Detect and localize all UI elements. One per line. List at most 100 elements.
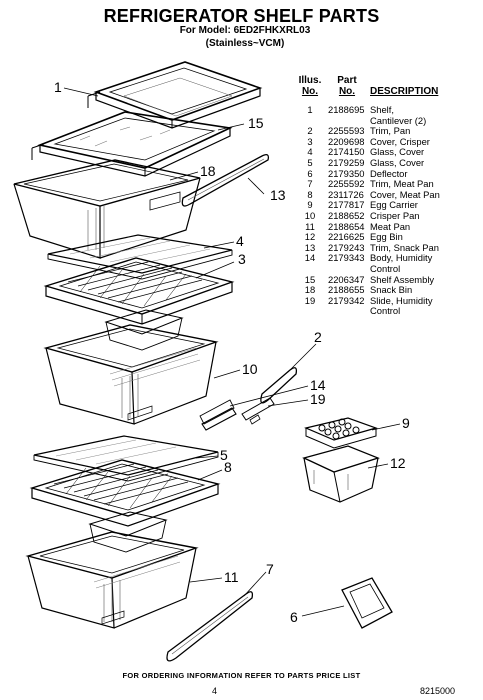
parts-table-header: Illus. No. Part No. DESCRIPTION [296,75,476,97]
part-number: 2179343 [328,252,365,264]
part-trim-pan [260,367,298,404]
table-row: 8 2311726 Cover, Meat Pan [296,188,476,201]
part-number: 2206347 [328,273,365,285]
callout-11: 11 [224,569,239,585]
model-line: For Model: 6ED2FHKXRL03 [179,25,311,36]
callout-1: 1 [54,79,62,95]
part-description: Slide, Humidity [370,294,433,306]
part-number: 2179342 [328,294,365,306]
part-number: 2174150 [328,146,365,158]
callout-19: 19 [310,391,326,407]
callout-4: 4 [236,233,244,249]
document-number: 8215000 [420,686,456,696]
table-row: 14 2179343 Body, Humidity [296,253,476,264]
header-description: DESCRIPTION [370,86,439,97]
part-number: 2255592 [328,178,365,190]
part-egg-carrier [304,417,378,449]
part-number: 2255593 [328,125,365,137]
part-description: Egg Bin [370,231,403,243]
callout-8: 8 [224,459,232,475]
part-meat-pan-cover [29,459,221,527]
part-description: Body, Humidity [370,252,433,264]
header-part-2: No. [338,86,356,97]
table-row: 9 2177817 Egg Carrier [296,200,476,211]
callout-13: 13 [270,187,286,203]
part-description: Trim, Pan [370,125,411,137]
part-description: Egg Carrier [370,199,418,211]
table-row: Control [296,263,476,275]
part-number: 2177817 [328,199,365,211]
part-number: 2179259 [328,156,365,168]
callout-labels: 1 15 18 13 4 3 2 10 14 19 9 5 8 12 7 11 … [54,79,410,625]
illus-number [296,264,324,275]
part-glass-cover-4 [47,234,233,280]
table-row: 11 2188654 Meat Pan [296,220,476,233]
part-number [324,264,370,275]
part-cantilever-shelf [87,61,263,129]
callout-5: 5 [220,447,228,463]
callout-3: 3 [238,251,246,267]
callout-18: 18 [200,163,216,179]
callout-10: 10 [242,361,258,377]
header-illus-col: Illus. No. [296,75,324,97]
illus-number [296,306,324,317]
illus-number: 6 [307,167,313,179]
part-egg-bin [302,445,380,503]
table-row: 2 2255593 Trim, Pan [296,126,476,137]
part-description: Control [370,305,401,317]
model-info: For Model: 6ED2FHKXRL03 (Stainless~VCM) [150,24,340,50]
part-trim-meat-pan [166,591,254,662]
part-description: Deflector [370,167,408,179]
part-number: 2179350 [328,167,365,179]
illus-number: 18 [304,284,316,296]
part-number [324,306,370,317]
part-number: 2179243 [328,241,365,253]
part-description: Snack Bin [370,284,413,296]
leader-lines [63,87,401,617]
part-number: 2209698 [328,135,365,147]
illus-number: 8 [307,188,313,200]
callout-15: 15 [248,115,264,131]
part-number: 2188654 [328,220,365,232]
illus-number: 19 [304,294,316,306]
page-number: 4 [212,686,218,696]
table-row: Control [296,306,476,317]
variant-line: (Stainless~VCM) [205,38,285,49]
part-description: Cantilever (2) [370,114,427,126]
illus-number: 11 [305,220,315,232]
illus-number: 2 [307,125,313,137]
part-glass-cover-5 [33,435,219,482]
callout-6: 6 [290,609,298,625]
illus-number: 15 [304,273,316,285]
part-number: 2311726 [328,188,364,200]
page-title: REFRIGERATOR SHELF PARTS [103,6,380,26]
part-number: 2188695 [328,104,365,115]
callout-14: 14 [310,377,326,393]
part-number: 2188652 [328,209,365,221]
part-description: Crisper Pan [370,209,420,221]
illus-number: 14 [304,252,316,264]
part-deflector [341,577,393,629]
part-description: Meat Pan [370,220,411,232]
illus-number: 3 [307,135,313,147]
callout-12: 12 [390,455,406,471]
part-description: Glass, Cover [370,156,425,168]
table-row: Cantilever (2) [296,114,476,127]
illus-number: 9 [307,199,313,211]
part-trim-snack-pan [181,154,270,207]
illus-number: 7 [307,178,313,190]
part-description: Cover, Meat Pan [370,188,440,200]
header-illus-1: Illus. [298,75,322,86]
part-description: Glass, Cover [370,146,425,158]
part-number: 2188655 [328,284,365,296]
